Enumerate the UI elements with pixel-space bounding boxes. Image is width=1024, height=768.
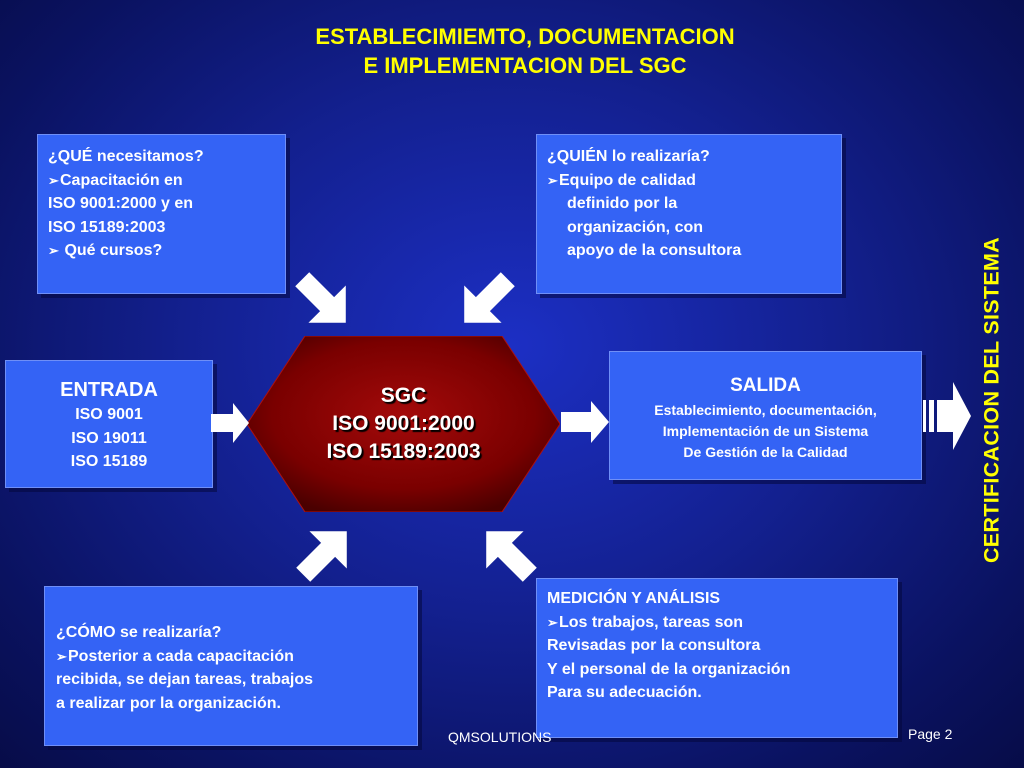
- como-bullet-1: ➢Posterior a cada capacitación: [56, 645, 417, 669]
- medicion-line-5: Para su adecuación.: [547, 684, 702, 701]
- medicion-heading: MEDICIÓN Y ANÁLISIS: [547, 590, 721, 607]
- slide-title: ESTABLECIMIEMTO, DOCUMENTACION E IMPLEME…: [180, 22, 870, 80]
- medicion-line-4: Y el personal de la organización: [547, 660, 791, 678]
- entrada-item: ISO 15189: [70, 453, 148, 470]
- entrada-item: ISO 19011: [71, 429, 147, 447]
- quien-line-4: organización, con: [567, 218, 704, 236]
- striped-block-arrow-icon: [923, 382, 971, 450]
- certificacion-label: CERTIFICACION DEL SISTEMA: [974, 160, 1010, 640]
- salida-heading: SALIDA: [730, 375, 801, 396]
- white-block-arrow-icon: [295, 272, 346, 323]
- que-line-3: ISO 9001:2000 y en: [48, 195, 193, 212]
- quien-question: ¿QUIÉN lo realizaría?: [547, 148, 710, 165]
- white-block-arrow-icon: [464, 272, 515, 323]
- que-bullet-1: ➢Capacitación en: [48, 169, 285, 193]
- center-line-1: SGC: [380, 384, 427, 407]
- que-question: ¿QUÉ necesitamos?: [48, 148, 204, 165]
- que-box: ¿QUÉ necesitamos? ➢Capacitación en ISO 9…: [37, 134, 286, 294]
- center-line-3: ISO 15189:2003: [326, 440, 481, 463]
- white-block-arrow-icon: [296, 531, 347, 582]
- arrowhead-bullet-icon: ➢: [48, 243, 59, 258]
- white-block-arrow-icon: [561, 401, 609, 443]
- quien-bullet-1: ➢Equipo de calidad: [547, 169, 841, 193]
- arrowhead-bullet-icon: ➢: [48, 172, 59, 188]
- center-hexagon: [247, 336, 560, 512]
- medicion-line-3: Revisadas por la consultora: [547, 637, 761, 654]
- center-label: SGC ISO 9001:2000 ISO 15189:2003: [247, 336, 560, 512]
- que-line-4: ISO 15189:2003: [48, 218, 166, 236]
- entrada-box: ENTRADA ISO 9001 ISO 19011 ISO 15189: [5, 360, 213, 488]
- entrada-item: ISO 9001: [75, 406, 143, 423]
- page-number: Page 2: [908, 726, 953, 742]
- arrowhead-bullet-icon: ➢: [547, 614, 558, 630]
- como-box: ¿CÓMO se realizaría? ➢Posterior a cada c…: [44, 586, 418, 746]
- white-block-arrow-icon: [486, 531, 537, 582]
- salida-box: SALIDA Establecimiento, documentación, I…: [609, 351, 922, 480]
- medicion-bullet-1: ➢Los trabajos, tareas son: [547, 611, 897, 635]
- como-line-4: a realizar por la organización.: [56, 694, 281, 712]
- footer-brand: QMSOLUTIONS: [448, 729, 552, 745]
- como-question: ¿CÓMO se realizaría?: [56, 624, 222, 641]
- salida-line-1: Establecimiento, documentación,: [654, 402, 877, 418]
- quien-line-3: definido por la: [567, 195, 678, 212]
- como-line-3: recibida, se dejan tareas, trabajos: [56, 671, 314, 688]
- quien-box: ¿QUIÉN lo realizaría? ➢Equipo de calidad…: [536, 134, 842, 294]
- arrowhead-bullet-icon: ➢: [56, 648, 67, 664]
- white-block-arrow-icon: [211, 403, 249, 443]
- arrowhead-bullet-icon: ➢: [547, 172, 558, 188]
- certificacion-text: CERTIFICACION DEL SISTEMA: [979, 236, 1004, 564]
- que-bullet-2: ➢ Qué cursos?: [48, 239, 285, 263]
- quien-line-5: apoyo de la consultora: [567, 242, 742, 259]
- title-line-2: E IMPLEMENTACION DEL SGC: [363, 53, 687, 78]
- entrada-heading: ENTRADA: [60, 379, 158, 401]
- medicion-box: MEDICIÓN Y ANÁLISIS ➢Los trabajos, tarea…: [536, 578, 898, 738]
- salida-line-2: Implementación de un Sistema: [662, 423, 869, 439]
- salida-line-3: De Gestión de la Calidad: [683, 444, 848, 460]
- center-line-2: ISO 9001:2000: [332, 412, 475, 435]
- title-line-1: ESTABLECIMIEMTO, DOCUMENTACION: [315, 24, 735, 49]
